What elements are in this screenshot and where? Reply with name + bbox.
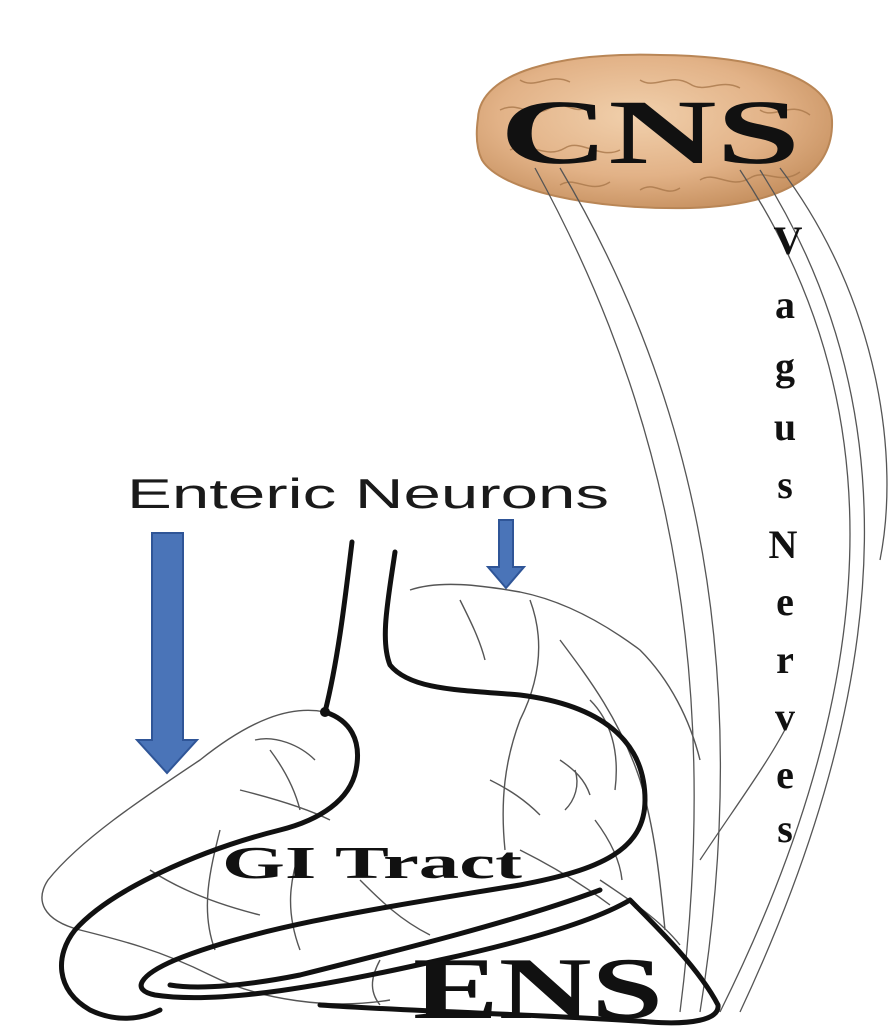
vagus-letter: u [774, 404, 796, 449]
vagus-letter: r [776, 637, 794, 682]
ens-label: ENS [413, 941, 663, 1030]
vagus-letter: e [776, 579, 794, 624]
vagus-letter: g [775, 344, 795, 389]
vagus-letter: s [777, 806, 793, 851]
vagus-nerve-fibers [535, 168, 887, 1012]
vagus-letter: N [769, 522, 798, 567]
cns-label: CNS [500, 81, 800, 183]
enteric-neurons-label: Enteric Neurons [127, 470, 609, 517]
right-down-arrow-icon [488, 520, 524, 588]
gi-tract-label: GI Tract [222, 837, 523, 888]
vagus-letter: a [775, 282, 795, 327]
junction-dot [320, 707, 330, 717]
vagus-letter: v [775, 694, 795, 739]
vagus-letter: e [776, 752, 794, 797]
vagus-letter: V [774, 218, 803, 263]
left-down-arrow-icon [137, 533, 197, 773]
vagus-letter: s [777, 462, 793, 507]
vagus-nerves-label: V a g u s N e r v e s [769, 218, 803, 851]
